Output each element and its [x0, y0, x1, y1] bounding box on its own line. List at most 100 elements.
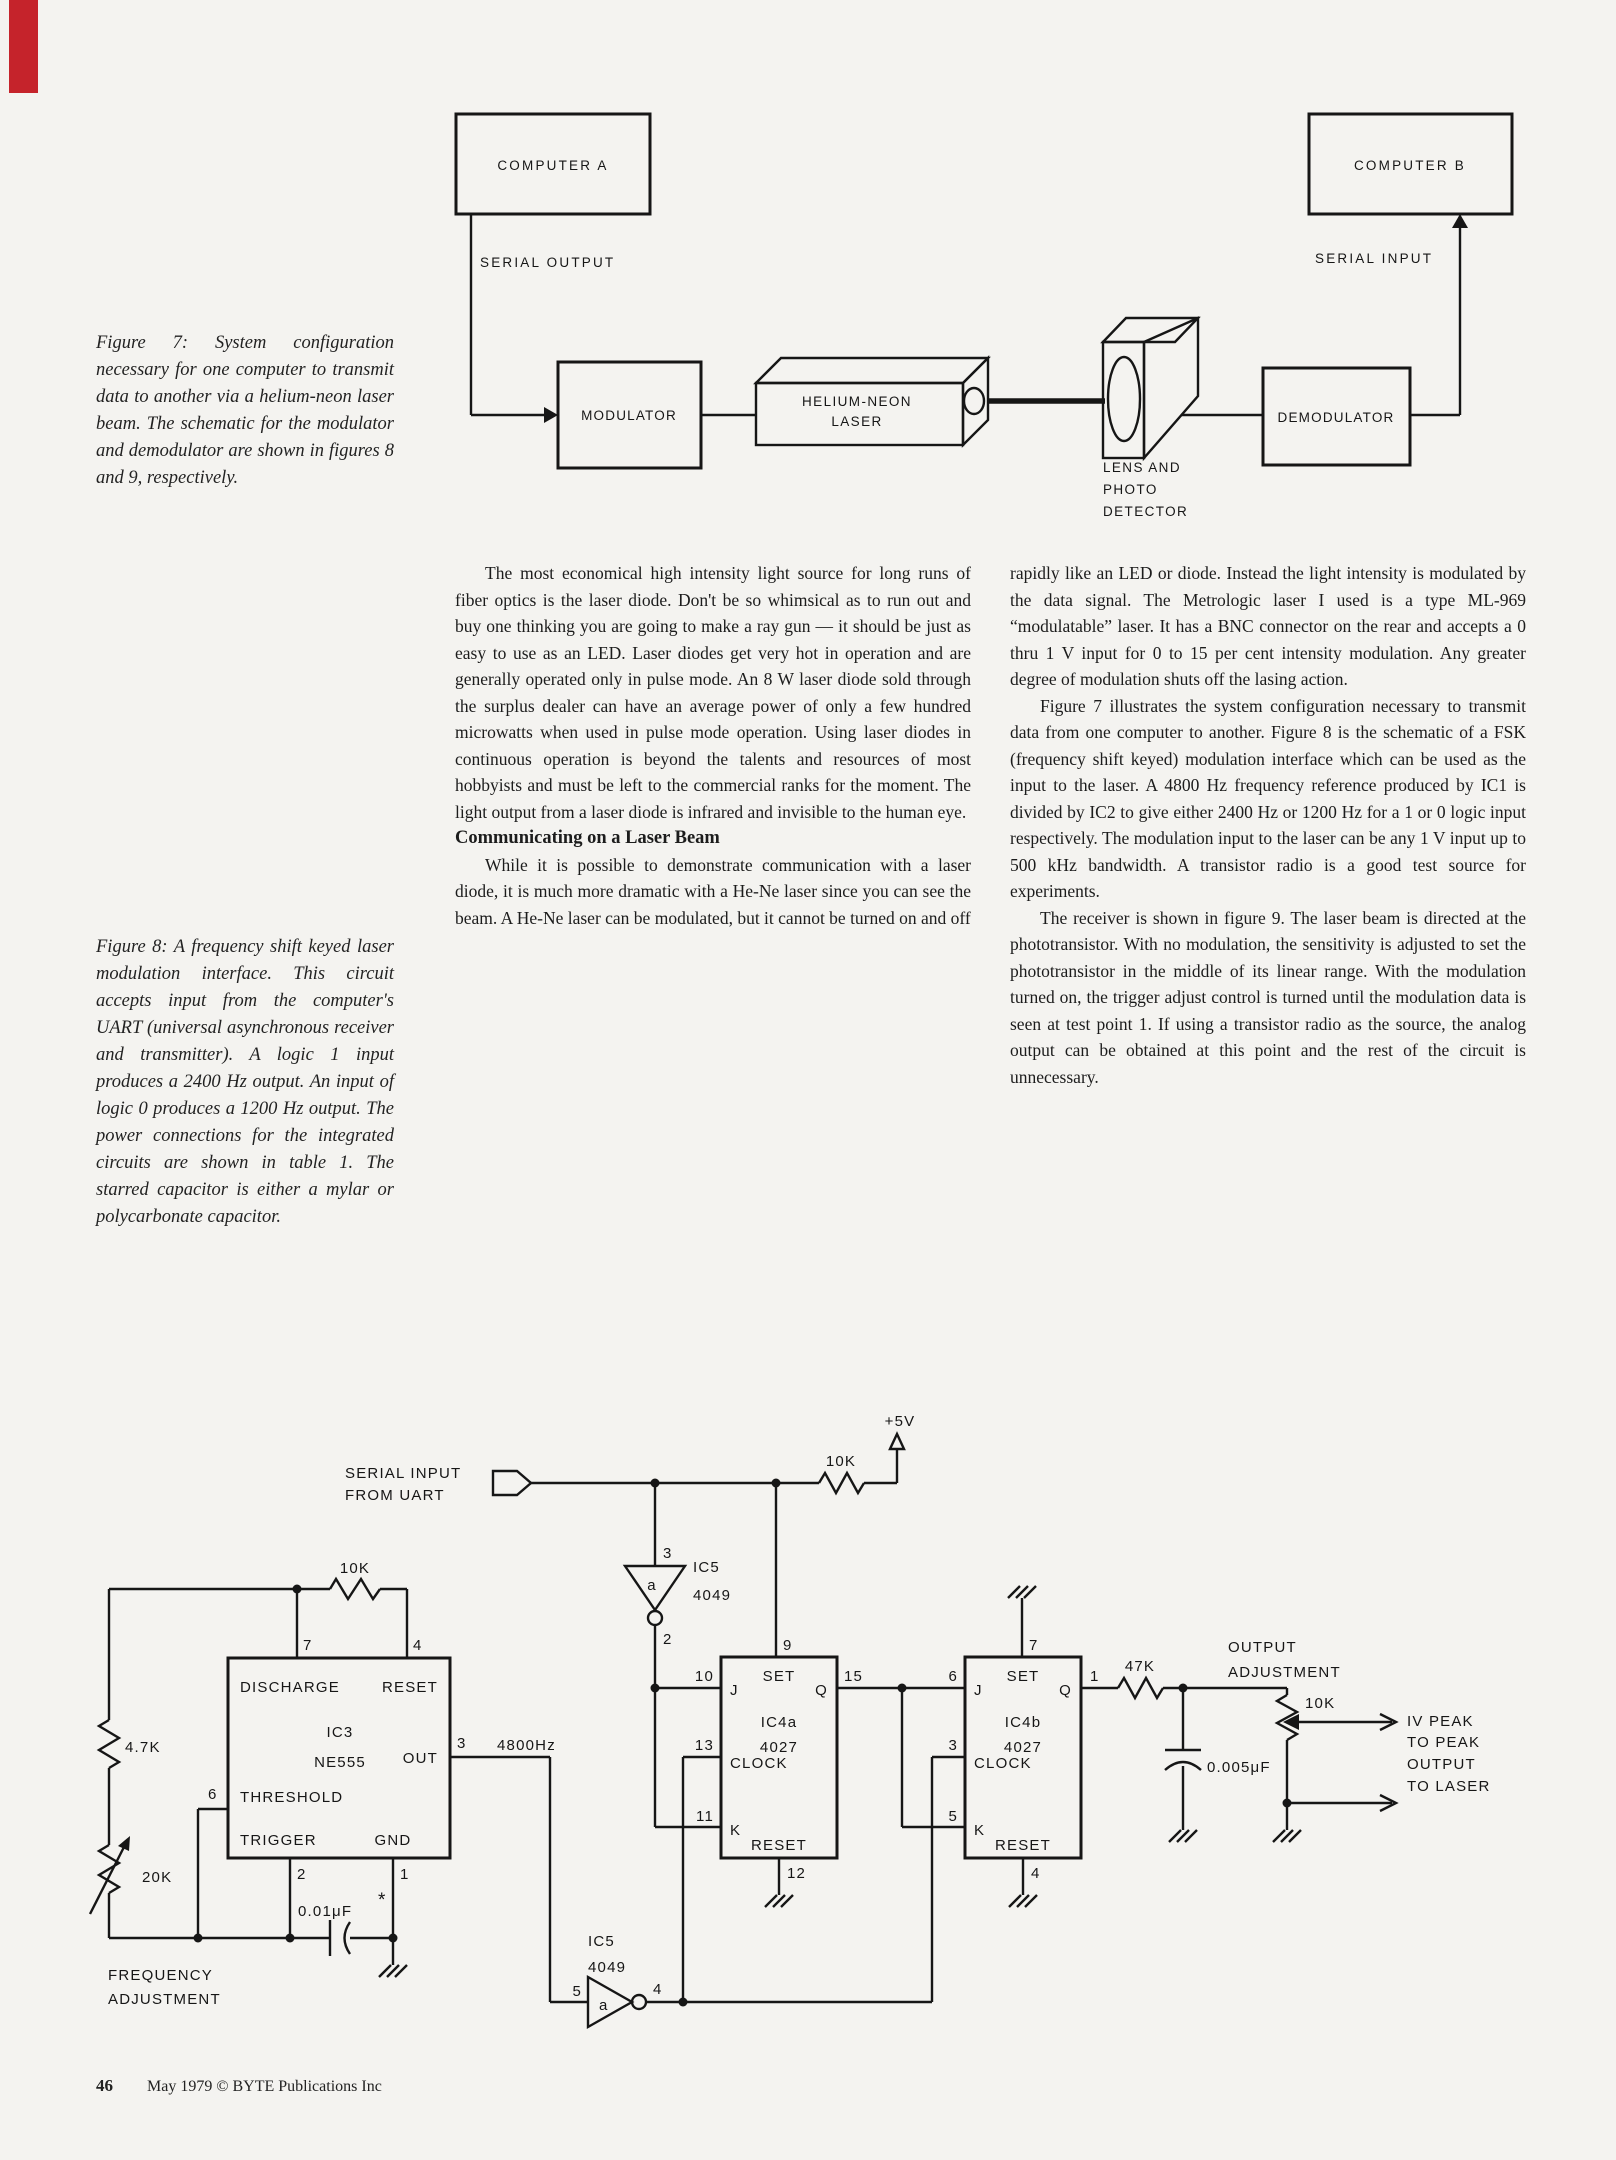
- page-footer: 46 May 1979 © BYTE Publications Inc: [96, 2076, 382, 2096]
- pin-number: 6: [948, 1668, 958, 1685]
- inverter-bubble: [630, 1993, 648, 2011]
- publication-credit: May 1979 © BYTE Publications Inc: [147, 2078, 382, 2095]
- laser-top-face: [753, 356, 991, 385]
- computer-b-label: COMPUTER B: [1354, 158, 1466, 173]
- computer-b-box: [1307, 112, 1514, 216]
- pin-number: 4: [653, 1981, 663, 1998]
- ic-part: 4049: [693, 1587, 731, 1604]
- paragraph: The receiver is shown in figure 9. The l…: [1010, 907, 1526, 1087]
- timing-resistor-value: 10K: [340, 1560, 370, 1577]
- lens-photo-detector-box: LENS AND PHOTO DETECTOR: [1100, 316, 1201, 519]
- pin-number: 3: [457, 1735, 467, 1752]
- potentiometer-10k-output: [1274, 1693, 1300, 1742]
- paragraph: While it is possible to demonstrate comm…: [455, 854, 971, 928]
- plus5v-arrow: [888, 1431, 906, 1451]
- output-text-line4: TO LASER: [1407, 1778, 1491, 1795]
- computer-a-box: [454, 112, 652, 216]
- pin-number: 4: [413, 1637, 423, 1654]
- laser-aperture: [962, 386, 986, 416]
- ic4a-k: K: [730, 1822, 741, 1839]
- arrow-into-modulator: [544, 407, 558, 423]
- pin-number: 6: [208, 1786, 218, 1803]
- r-out-value: 47K: [1125, 1658, 1155, 1675]
- inverter-ic5-top: a 3 2 IC5 4049: [622, 1545, 731, 1648]
- paragraph: Figure 7 illustrates the system configur…: [1010, 695, 1526, 902]
- detector-label-1: LENS AND: [1103, 460, 1181, 475]
- schematic-wires: [107, 1449, 1392, 2004]
- junction-dots: [193, 1478, 1292, 2007]
- resistor-10k-pullup: [817, 1470, 866, 1496]
- ic4a-j: J: [730, 1682, 739, 1699]
- capacitor-timing-plates: [328, 1920, 352, 1956]
- figure7-wires: [469, 214, 1462, 417]
- freq-pot-arrowhead: [118, 1836, 130, 1851]
- cap-out-value: 0.005μF: [1207, 1759, 1271, 1776]
- pin-number: 7: [1029, 1637, 1039, 1654]
- output-text-line1: IV PEAK: [1407, 1713, 1474, 1730]
- pin-number: 5: [948, 1808, 958, 1825]
- ic4a-4027: SET J Q IC4a 4027 CLOCK K RESET 9 10 15 …: [695, 1637, 863, 1882]
- pin-number: 13: [695, 1737, 714, 1754]
- ground-symbol: [763, 1893, 795, 1909]
- plus5v-label: +5V: [885, 1413, 916, 1430]
- inverter-ic5-bottom: a 5 4 IC5 4049: [572, 1933, 663, 2030]
- arrow-into-computer-b: [1452, 214, 1468, 228]
- r47-value: 4.7K: [125, 1739, 161, 1756]
- ground-symbol: [1006, 1584, 1038, 1600]
- paragraph: rapidly like an LED or diode. Instead th…: [1010, 563, 1526, 689]
- figure7-diagram: COMPUTER A SERIAL OUTPUT MODULATOR HELIU…: [454, 112, 1514, 519]
- body-column-right: rapidly like an LED or diode. Instead th…: [1010, 560, 1526, 1090]
- ic4b-q: Q: [1059, 1682, 1072, 1699]
- pin-number: 3: [663, 1545, 673, 1562]
- modulator-label: MODULATOR: [581, 408, 677, 423]
- output-arrow-top: [1379, 1712, 1399, 1732]
- page-number: 46: [96, 2076, 113, 2095]
- ground-symbol: [1271, 1828, 1303, 1844]
- ic4b-k: K: [974, 1822, 985, 1839]
- detector-side-face: [1142, 316, 1200, 462]
- gate-letter: a: [647, 1577, 657, 1594]
- body-column-left: The most economical high intensity light…: [455, 560, 971, 931]
- ic4b-clock: CLOCK: [974, 1755, 1032, 1772]
- output-adjust-line1: OUTPUT: [1228, 1639, 1297, 1656]
- ic3-gnd: GND: [375, 1832, 412, 1849]
- laser-label-1: HELIUM-NEON: [802, 394, 912, 409]
- ic4a-name: IC4a: [761, 1714, 798, 1731]
- cap-timing-value: 0.01μF: [298, 1903, 352, 1920]
- resistor-10k-timing: [328, 1576, 381, 1602]
- pot20k-value: 20K: [142, 1869, 172, 1886]
- ic4b-set: SET: [1007, 1668, 1040, 1685]
- output-pot-arrowhead: [1283, 1714, 1299, 1730]
- output-arrow-bottom: [1379, 1793, 1399, 1813]
- capacitor-out-plates: [1164, 1748, 1202, 1771]
- freq-pot-wiper-arrow: [88, 1846, 126, 1915]
- ic4b-name: IC4b: [1005, 1714, 1042, 1731]
- ground-symbol: [1007, 1893, 1039, 1909]
- paragraph: The most economical high intensity light…: [455, 563, 971, 822]
- pin-number: 9: [783, 1637, 793, 1654]
- inverter-triangle: [586, 1974, 635, 2030]
- figure8-caption: Figure 8: A frequency shift keyed laser …: [96, 937, 394, 1227]
- serial-input-line1: SERIAL INPUT: [345, 1465, 461, 1482]
- ground-symbol: [1167, 1828, 1199, 1844]
- detector-lens: [1106, 355, 1142, 443]
- pin-number: 15: [844, 1668, 863, 1685]
- detector-label-3: DETECTOR: [1103, 504, 1188, 519]
- freq-adjust-line2: ADJUSTMENT: [108, 1991, 221, 2008]
- resistor-47k: [1116, 1675, 1165, 1701]
- ic-name: IC5: [588, 1933, 615, 1950]
- pin-number: 11: [696, 1808, 714, 1825]
- ic3-discharge: DISCHARGE: [240, 1679, 340, 1696]
- ic3-threshold: THRESHOLD: [240, 1789, 343, 1806]
- output-text-line3: OUTPUT: [1407, 1756, 1476, 1773]
- pin-number: 1: [400, 1866, 410, 1883]
- ic3-out: OUT: [403, 1750, 438, 1767]
- serial-output-label: SERIAL OUTPUT: [480, 255, 615, 270]
- ic4a-clock: CLOCK: [730, 1755, 788, 1772]
- serial-input-label: SERIAL INPUT: [1315, 251, 1433, 266]
- cap-timing-star: *: [378, 1890, 387, 1911]
- figure8-schematic: +5V 10K SERIAL INPUT FROM UART a 3 2 IC5…: [88, 1413, 1491, 2030]
- output-text-line2: TO PEAK: [1407, 1734, 1480, 1751]
- ic3-name: IC3: [327, 1724, 354, 1741]
